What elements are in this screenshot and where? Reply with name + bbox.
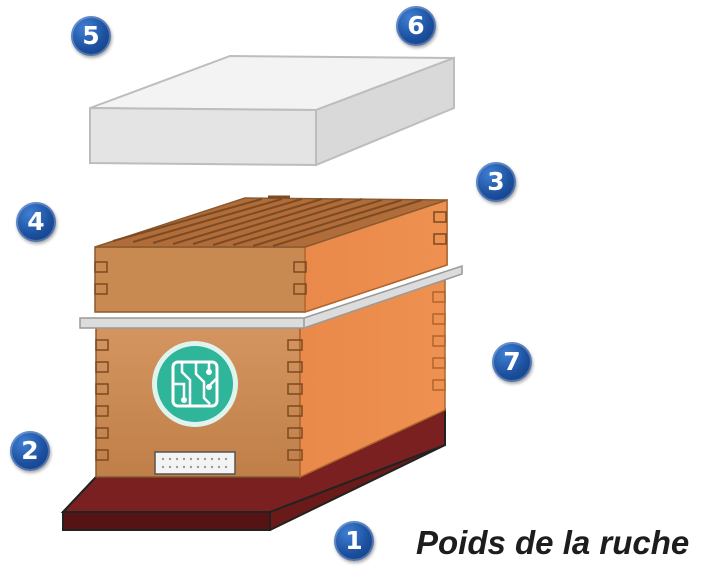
hive-super — [94, 195, 448, 314]
marker-4: 4 — [16, 202, 56, 242]
marker-6: 6 — [396, 6, 436, 46]
body-joints-right — [432, 291, 446, 391]
hive-weight-caption: Poids de la ruche — [416, 524, 690, 561]
body-joints-corner — [287, 339, 303, 461]
circuit-board-icon — [152, 341, 238, 427]
body-joints-left — [95, 339, 109, 461]
marker-2: 2 — [10, 431, 50, 471]
hive-roof — [89, 54, 455, 167]
marker-7: 7 — [492, 342, 532, 382]
hive-separator — [79, 264, 463, 329]
super-joints — [94, 211, 447, 295]
super-frames — [112, 198, 423, 247]
marker-3: 3 — [476, 162, 516, 202]
hive-entrance-plate — [154, 451, 236, 475]
marker-1: 1 — [334, 521, 374, 561]
marker-5: 5 — [71, 16, 111, 56]
